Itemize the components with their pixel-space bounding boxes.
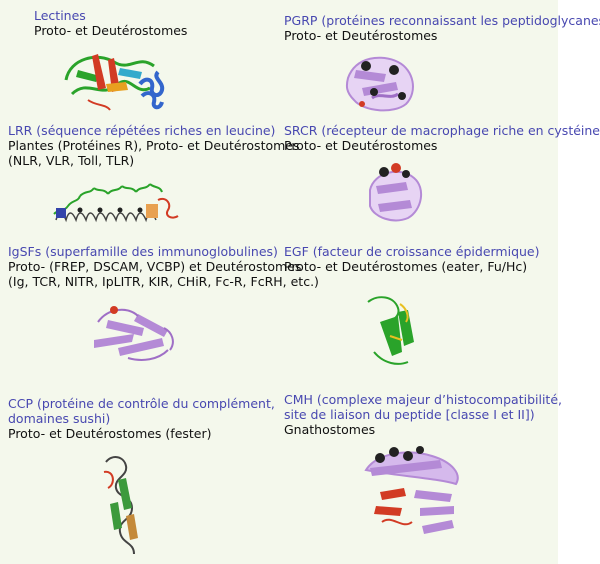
family-taxa: (NLR, VLR, Toll, TLR) [8,153,135,168]
family-pgrp: PGRP (protéines reconnaissant les peptid… [284,13,600,43]
figure-background [0,0,558,564]
family-taxa: (Ig, TCR, NITR, IpLITR, KIR, CHiR, Fc-R,… [8,274,319,289]
family-lectines: Lectines Proto- et Deutérostomes [34,8,187,38]
family-title: site de liaison du peptide [classe I et … [284,407,535,422]
family-title: PGRP (protéines reconnaissant les peptid… [284,13,600,28]
protein-structure-srcr [360,160,430,226]
family-taxa: Proto- et Deutérostomes [34,23,188,38]
family-title: SRCR (récepteur de macrophage riche en c… [284,123,600,138]
family-title: domaines sushi) [8,411,111,426]
family-lrr: LRR (séquence répétées riches en leucine… [8,123,300,168]
protein-structure-igsf [88,300,184,366]
family-title: CCP (protéine de contrôle du complément, [8,396,275,411]
family-srcr: SRCR (récepteur de macrophage riche en c… [284,123,600,153]
family-taxa: Proto- et Deutérostomes [284,28,438,43]
protein-structure-cmh [360,440,470,548]
family-taxa: Proto- et Deutérostomes (eater, Fu/Hc) [284,259,528,274]
family-ccp: CCP (protéine de contrôle du complément,… [8,396,275,441]
family-taxa: Proto- et Deutérostomes [284,138,438,153]
family-cmh: CMH (complexe majeur d’histocompatibilit… [284,392,562,437]
family-taxa: Plantes (Protéines R), Proto- et Deutéro… [8,138,300,153]
family-taxa: Proto- et Deutérostomes (fester) [8,426,212,441]
protein-structure-ccp [96,450,150,560]
protein-structure-pgrp [342,48,420,116]
family-title: IgSFs (superfamille des immunoglobulines… [8,244,278,259]
family-title: CMH (complexe majeur d’histocompatibilit… [284,392,562,407]
family-igsf: IgSFs (superfamille des immunoglobulines… [8,244,319,289]
protein-structure-egf [360,292,420,372]
protein-structure-lectin [58,44,168,116]
family-title: Lectines [34,8,86,23]
family-title: LRR (séquence répétées riches en leucine… [8,123,276,138]
family-taxa: Proto- (FREP, DSCAM, VCBP) et Deutérosto… [8,259,302,274]
family-egf: EGF (facteur de croissance épidermique) … [284,244,540,274]
protein-structure-lrr [50,180,180,230]
family-taxa: Gnathostomes [284,422,376,437]
family-title: EGF (facteur de croissance épidermique) [284,244,540,259]
